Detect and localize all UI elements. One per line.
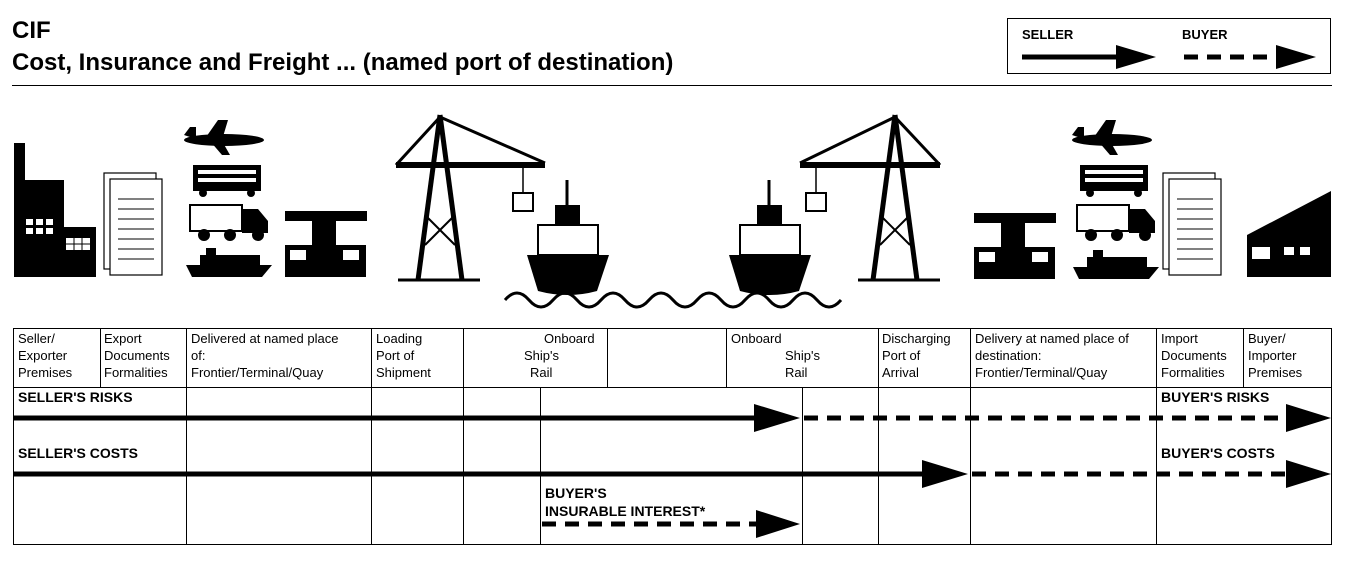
export-documents-icon xyxy=(103,172,163,276)
insurable-interest-label: BUYER'S INSURABLE INTEREST* xyxy=(545,485,706,519)
seller-factory-icon xyxy=(14,143,96,277)
buyer-costs-label: BUYER'S COSTS xyxy=(1161,445,1275,461)
buyer-warehouse-icon xyxy=(1247,191,1331,277)
col-onboard-loading: Onboard Ship's Rail xyxy=(524,331,595,380)
buyer-risks-arrow xyxy=(804,404,1331,432)
legend-seller-label: SELLER xyxy=(1022,27,1074,42)
buyer-airplane-icon xyxy=(1072,120,1152,155)
import-documents-icon xyxy=(1162,172,1222,276)
insurable-interest-arrow xyxy=(542,510,800,538)
buyer-costs-arrow xyxy=(972,460,1331,488)
buyer-risks-label: BUYER'S RISKS xyxy=(1161,389,1270,405)
buyer-terminal-icon xyxy=(974,213,1056,279)
col-onboard-discharge: Onboard Ship's Rail xyxy=(731,331,821,380)
legend-arrows xyxy=(1022,45,1316,69)
seller-barge-icon xyxy=(186,248,272,277)
buyer-train-icon xyxy=(1080,165,1148,197)
page-title: Cost, Insurance and Freight ... (named p… xyxy=(12,49,674,76)
sea-waves xyxy=(503,291,843,309)
loading-crane-icon xyxy=(394,114,546,282)
legend-solid-arrow xyxy=(1022,45,1156,69)
seller-risks-label: SELLER'S RISKS xyxy=(18,389,133,405)
legend-box: SELLER BUYER xyxy=(1007,18,1331,74)
incoterm-code: CIF xyxy=(12,17,51,44)
seller-costs-label: SELLER'S COSTS xyxy=(18,445,139,461)
seller-airplane-icon xyxy=(184,120,264,155)
legend-buyer-label: BUYER xyxy=(1182,27,1228,42)
buyer-barge-icon xyxy=(1073,250,1159,279)
buyer-truck-icon xyxy=(1076,204,1155,241)
outbound-ship-icon xyxy=(527,180,609,295)
discharging-crane-icon xyxy=(799,114,942,282)
seller-risks-arrow xyxy=(14,404,800,432)
seller-truck-icon xyxy=(189,204,268,241)
seller-terminal-icon xyxy=(285,211,367,277)
seller-train-icon xyxy=(193,165,261,197)
transport-illustration xyxy=(14,114,1331,309)
seller-costs-arrow xyxy=(14,460,968,488)
inbound-ship-icon xyxy=(729,180,811,295)
header-divider xyxy=(12,85,1332,86)
legend-dashed-arrow xyxy=(1184,45,1316,69)
